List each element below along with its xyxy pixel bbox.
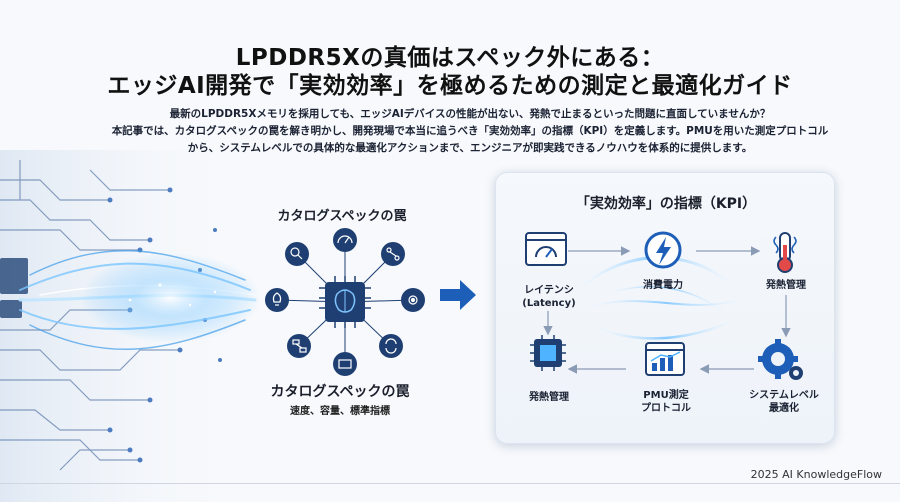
node-system-label: システムレベル 最適化 — [736, 389, 832, 415]
thermometer-icon — [773, 232, 797, 273]
system-label-line-2: 最適化 — [769, 403, 799, 414]
sync-icon — [379, 334, 403, 358]
gear-icon — [758, 339, 803, 380]
node-thermal-bottom-label: 発熱管理 — [529, 392, 569, 403]
latency-label-line-1: レイテンシ — [524, 285, 574, 296]
memory-icon — [333, 352, 357, 376]
search-icon — [285, 242, 309, 266]
gauge-icon — [333, 228, 357, 252]
kpi-heading: 「実効効率」の指標（KPI） — [575, 196, 757, 212]
kpi-flow-diagram — [525, 231, 803, 380]
pmu-chart-icon — [645, 342, 685, 376]
catalog-trap-caption: カタログスペックの罠 — [270, 384, 410, 400]
node-power-label: 消費電力 — [643, 280, 683, 291]
node-pmu-label: PMU測定 プロトコル — [626, 389, 706, 415]
footer-divider — [0, 483, 900, 484]
kpi-panel: 「実効効率」の指標（KPI） — [495, 172, 835, 444]
ai-chip-icon — [319, 276, 371, 328]
system-label-line-1: システムレベル — [749, 390, 819, 401]
pmu-label-line-1: PMU測定 — [643, 390, 689, 401]
footer-credit: 2025 AI KnowledgeFlow — [750, 468, 882, 481]
latency-gauge-icon — [525, 232, 567, 266]
intro-line-1: 最新のLPDDR5Xメモリを採用しても、エッジAIデバイスの性能が出ない、発熱で… — [169, 108, 771, 120]
flow-arrows — [543, 246, 791, 374]
catalog-trap-subcaption: 速度、容量、標準指標 — [290, 406, 390, 417]
node-thermal-top-label: 発熱管理 — [766, 280, 806, 291]
energy-swirl — [564, 256, 757, 340]
spec-hub-diagram — [265, 228, 425, 376]
arrow-right-icon — [440, 280, 476, 310]
intro-line-3: から、システムレベルでの具体的な最適化アクションまで、エンジニアが即実践できるノ… — [187, 142, 753, 154]
page-title-line-2: エッジAI開発で「実効効率」を極めるための測定と最適化ガイド — [107, 73, 793, 99]
lightning-icon — [644, 231, 682, 269]
pmu-label-line-2: プロトコル — [641, 403, 691, 414]
node-latency-label: レイテンシ (Latency) — [512, 284, 586, 310]
catalog-trap-heading: カタログスペックの罠 — [277, 209, 407, 224]
intro-line-2: 本記事では、カタログスペックの罠を解き明かし、開発現場で本当に追うべき「実効効率… — [111, 125, 829, 137]
latency-label-line-2: (Latency) — [522, 298, 576, 309]
lightbulb-icon — [265, 288, 289, 312]
processor-chip-icon — [530, 335, 566, 371]
page-title-line-1: LPDDR5Xの真価はスペック外にある： — [235, 45, 665, 71]
